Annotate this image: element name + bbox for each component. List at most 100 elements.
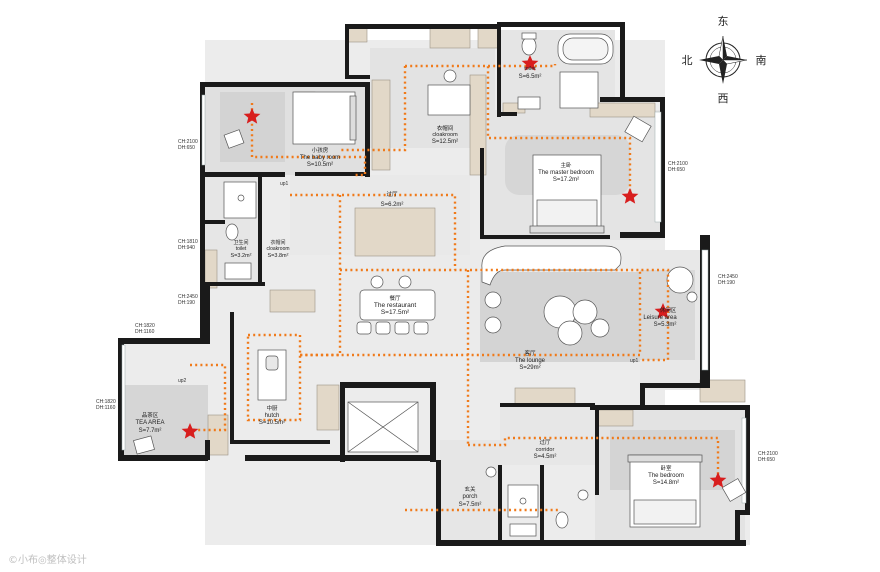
svg-text:S=7.7m²: S=7.7m²	[139, 428, 162, 434]
windows	[121, 94, 747, 504]
baby-desk-chair	[223, 129, 245, 149]
sofa	[481, 245, 622, 286]
svg-text:DH:650: DH:650	[668, 167, 685, 173]
compass-north-label: 北	[682, 54, 693, 67]
leisure-chair	[666, 266, 694, 294]
toilet-bowl-south	[555, 511, 569, 529]
svg-text:toilet: toilet	[524, 66, 536, 72]
svg-text:hutch: hutch	[265, 413, 280, 419]
svg-text:Leisure area: Leisure area	[643, 315, 677, 321]
svg-text:CH:2100: CH:2100	[668, 161, 688, 167]
room-label-hutch: 中厨 hutch S=10.5m²	[259, 404, 285, 426]
room-label-corridor-south: 过厅 corridor S=4.5m²	[534, 438, 557, 460]
room-label-leisure-area: 休闲区 Leisure area S=5.3m²	[643, 306, 677, 328]
svg-text:小孩房: 小孩房	[312, 146, 329, 154]
svg-text:The master bedroom: The master bedroom	[538, 170, 594, 176]
svg-text:卧室: 卧室	[660, 464, 672, 472]
svg-text:S=3.8m²: S=3.8m²	[268, 253, 289, 259]
star-marker	[709, 472, 727, 488]
watermark: ©小布◎整体设计	[8, 555, 87, 566]
svg-text:S=6.2m²: S=6.2m²	[381, 202, 404, 208]
svg-text:corridor: corridor	[536, 447, 555, 453]
dining-table	[359, 289, 436, 321]
svg-text:The restaurant: The restaurant	[374, 302, 416, 309]
svg-text:S=17.2m²: S=17.2m²	[553, 177, 579, 183]
room-label-lounge: 客厅 The lounge S=29m²	[515, 349, 546, 371]
circulation-route	[190, 64, 720, 512]
room-label-toilet-guest: 卫生间 toilet S=3.2m²	[231, 239, 252, 259]
cloakroom-island	[427, 84, 471, 116]
compass-south-label: 南	[756, 54, 767, 67]
svg-text:休闲区: 休闲区	[660, 306, 677, 314]
star-marker	[181, 423, 199, 439]
svg-text:S=3.2m²: S=3.2m²	[231, 253, 252, 259]
svg-text:CH:2100: CH:2100	[178, 139, 198, 145]
svg-text:The baby room: The baby room	[300, 155, 340, 161]
sink-master	[517, 96, 541, 110]
svg-text:toilet: toilet	[236, 246, 247, 252]
master-armchair	[624, 115, 652, 143]
svg-text:S=17.5m²: S=17.5m²	[381, 309, 410, 316]
svg-text:客厅: 客厅	[524, 349, 536, 357]
star-marker	[654, 303, 672, 319]
svg-text:DH:1160: DH:1160	[135, 329, 155, 335]
room-label-porch: 玄关 porch S=7.5m²	[459, 485, 482, 508]
svg-text:过厅: 过厅	[386, 190, 398, 198]
room-label-cloakroom-master: 衣帽间 cloakroom S=12.5m²	[432, 124, 458, 145]
svg-text:衣帽间: 衣帽间	[270, 239, 285, 246]
svg-text:S=4.5m²: S=4.5m²	[534, 454, 557, 460]
svg-text:玄关: 玄关	[464, 485, 476, 493]
star-marker	[243, 108, 261, 124]
svg-text:餐厅: 餐厅	[389, 294, 401, 302]
svg-text:up2: up2	[178, 378, 187, 384]
bedroom-chair	[721, 478, 747, 502]
toilet-bowl-guest	[225, 223, 239, 241]
svg-text:CH:1820: CH:1820	[135, 323, 155, 329]
svg-text:S=29m²: S=29m²	[519, 365, 540, 371]
svg-text:DH:190: DH:190	[178, 300, 195, 306]
svg-text:DH:650: DH:650	[178, 145, 195, 151]
svg-text:S=7.5m²: S=7.5m²	[459, 502, 482, 508]
svg-text:衣帽间: 衣帽间	[437, 124, 454, 132]
svg-text:porch: porch	[462, 494, 477, 500]
room-labels: toilet S=6.5m² 衣帽间 cloakroom S=12.5m² 主卧…	[135, 66, 683, 508]
svg-text:S=14.8m²: S=14.8m²	[653, 480, 679, 486]
room-label-corridor-north: 过厅 S=6.2m²	[381, 190, 404, 208]
baby-bed	[292, 91, 356, 145]
svg-text:卫生间: 卫生间	[233, 239, 248, 246]
room-label-baby-room: 小孩房 The baby room S=10.5m²	[300, 146, 340, 168]
svg-text:up1: up1	[280, 181, 289, 187]
room-label-restaurant: 餐厅 The restaurant S=17.5m²	[374, 294, 416, 316]
svg-text:TEA AREA: TEA AREA	[135, 420, 164, 426]
compass-rose: 东 北 南 西	[682, 15, 767, 105]
toilet-bowl-master	[521, 36, 537, 56]
svg-text:主卧: 主卧	[560, 161, 572, 169]
svg-text:CH:2100: CH:2100	[758, 451, 778, 457]
svg-text:中厨: 中厨	[266, 404, 278, 412]
svg-text:S=10.5m²: S=10.5m²	[307, 162, 333, 168]
height-annotations: CH:2100 DH:650 CH:2100 DH:650 CH:1810 DH…	[96, 139, 778, 463]
svg-text:up1: up1	[630, 358, 639, 364]
compass-east-label: 东	[718, 15, 729, 28]
svg-text:CH:2450: CH:2450	[178, 294, 198, 300]
svg-text:CH:1820: CH:1820	[96, 399, 116, 405]
room-label-tea-area: 品茶区 TEA AREA S=7.7m²	[135, 411, 164, 434]
svg-text:cloakroom: cloakroom	[432, 132, 458, 138]
room-label-cloakroom-small: 衣帽间 cloakroom S=3.8m²	[266, 239, 289, 259]
room-label-bedroom: 卧室 The bedroom S=14.8m²	[648, 464, 684, 486]
svg-text:The lounge: The lounge	[515, 358, 546, 364]
svg-text:S=5.3m²: S=5.3m²	[654, 322, 677, 328]
svg-text:S=6.5m²: S=6.5m²	[519, 74, 542, 80]
svg-text:DH:940: DH:940	[178, 245, 195, 251]
svg-text:cloakroom: cloakroom	[266, 246, 289, 252]
svg-text:The bedroom: The bedroom	[648, 473, 684, 479]
furniture	[133, 32, 747, 537]
star-marker	[621, 188, 639, 204]
viewpoint-stars	[181, 55, 727, 488]
svg-text:S=12.5m²: S=12.5m²	[432, 139, 458, 145]
svg-text:DH:190: DH:190	[718, 280, 735, 286]
svg-text:S=10.5m²: S=10.5m²	[259, 420, 285, 426]
room-label-toilet-master: toilet S=6.5m²	[519, 66, 542, 80]
star-marker	[521, 55, 539, 71]
